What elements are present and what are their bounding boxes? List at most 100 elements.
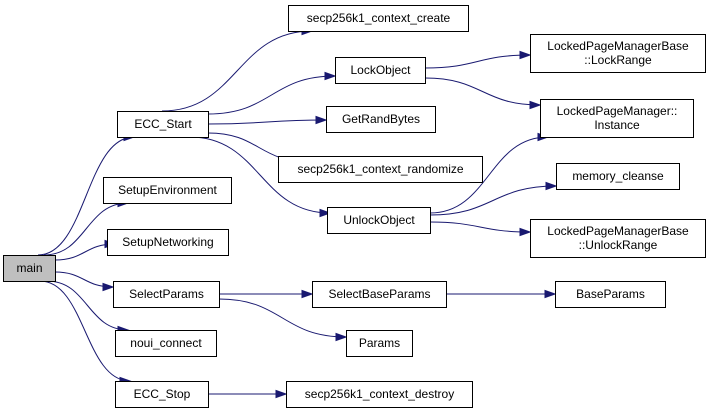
arrowhead: [301, 289, 314, 299]
edge-line: [46, 280, 129, 331]
arrowhead: [529, 100, 542, 110]
edge-line: [43, 202, 129, 256]
node-lock-object[interactable]: LockObject: [335, 57, 426, 84]
node-label: SelectBaseParams: [328, 287, 430, 301]
node-label: LockedPageManager::: [557, 104, 678, 118]
edge-select_params-to-select_base_params: [218, 289, 314, 299]
node-memory-cleanse[interactable]: memory_cleanse: [556, 163, 680, 190]
node-ctx-create[interactable]: secp256k1_context_create: [288, 5, 469, 32]
arrowhead: [324, 71, 337, 81]
arrowhead: [544, 289, 557, 299]
node-label: LockObject: [350, 63, 411, 77]
node-label: SelectParams: [129, 287, 204, 301]
edge-select_base_params-to-base_params: [445, 289, 557, 299]
node-get-rand-bytes[interactable]: GetRandBytes: [326, 106, 436, 133]
node-box: [107, 229, 229, 256]
node-box: [312, 281, 447, 308]
node-box: [530, 34, 706, 73]
edge-line: [39, 280, 131, 382]
edge-line: [424, 77, 541, 106]
node-label: secp256k1_context_randomize: [297, 162, 463, 176]
node-label: SetupEnvironment: [118, 183, 217, 197]
edge-line: [424, 54, 531, 69]
node-params[interactable]: Params: [346, 330, 413, 357]
node-setup-env[interactable]: SetupEnvironment: [103, 177, 232, 204]
node-label: ::LockRange: [584, 53, 652, 67]
node-box: [540, 99, 694, 138]
edge-lock_object-to-lpm_instance: [424, 77, 542, 110]
node-setup-net[interactable]: SetupNetworking: [107, 229, 229, 256]
arrowhead: [519, 227, 532, 237]
arrowhead: [335, 332, 348, 342]
node-box: [327, 207, 431, 234]
edge-unlock_object-to-memory_cleanse: [429, 181, 558, 216]
node-lpm-instance[interactable]: LockedPageManager::Instance: [540, 99, 694, 138]
node-box: [288, 5, 469, 32]
arrowhead: [275, 389, 288, 399]
edge-ecc_start-to-unlock_object: [189, 136, 332, 218]
node-label: ::UnlockRange: [579, 238, 658, 252]
node-ctx-randomize[interactable]: secp256k1_context_randomize: [278, 156, 483, 183]
node-label: ECC_Stop: [134, 387, 191, 401]
node-box: [3, 255, 56, 282]
node-box: [115, 381, 209, 408]
node-box: [346, 330, 413, 357]
edge-lock_object-to-lpmb_lockrange: [424, 50, 532, 69]
node-box: [556, 163, 680, 190]
edge-ecc_start-to-get_rand_bytes: [207, 115, 328, 125]
edge-ecc_stop-to-ctx_destroy: [208, 389, 288, 399]
node-label: noui_connect: [130, 336, 202, 350]
edge-select_params-to-params: [218, 298, 348, 342]
node-lpmb-unlockrange[interactable]: LockedPageManagerBase::UnlockRange: [530, 219, 706, 258]
node-box: [117, 111, 209, 138]
edge-unlock_object-to-lpmb_unlockrange: [429, 221, 532, 237]
node-base-params[interactable]: BaseParams: [555, 281, 666, 308]
node-label: SetupNetworking: [122, 235, 213, 249]
edge-ecc_start-to-lock_object: [207, 71, 337, 115]
node-box: [103, 177, 232, 204]
edge-line: [207, 119, 327, 125]
node-ecc-start[interactable]: ECC_Start: [117, 111, 209, 138]
edge-main-to-select_params: [54, 271, 115, 292]
node-noui-connect[interactable]: noui_connect: [115, 330, 217, 357]
node-label: GetRandBytes: [342, 112, 420, 126]
node-unlock-object[interactable]: UnlockObject: [327, 207, 431, 234]
node-ecc-stop[interactable]: ECC_Stop: [115, 381, 209, 408]
edge-line: [429, 185, 557, 216]
node-ctx-destroy[interactable]: secp256k1_context_destroy: [286, 381, 473, 408]
edge-line: [207, 75, 336, 115]
node-box: [335, 57, 426, 84]
arrowhead: [545, 181, 558, 191]
edge-ecc_start-to-ctx_create: [161, 26, 314, 112]
arrowhead: [319, 208, 332, 218]
node-label: main: [16, 261, 42, 275]
node-label: secp256k1_context_destroy: [305, 387, 454, 401]
node-lpmb-lockrange[interactable]: LockedPageManagerBase::LockRange: [530, 34, 706, 73]
node-label: Instance: [594, 118, 640, 132]
node-select-params[interactable]: SelectParams: [113, 281, 220, 308]
edge-line: [429, 221, 531, 233]
node-main[interactable]: main: [3, 255, 56, 282]
edge-line: [429, 136, 549, 214]
node-label: LockedPageManagerBase: [547, 39, 689, 53]
node-label: UnlockObject: [343, 213, 415, 227]
node-label: Params: [359, 336, 400, 350]
node-box: [115, 330, 217, 357]
node-box: [286, 381, 473, 408]
node-label: BaseParams: [576, 287, 645, 301]
edge-line: [37, 136, 135, 256]
edge-line: [161, 30, 313, 112]
arrowhead: [315, 115, 328, 125]
node-label: ECC_Start: [134, 117, 192, 131]
arrowhead: [102, 282, 115, 292]
node-label: memory_cleanse: [572, 169, 664, 183]
node-label: secp256k1_context_create: [307, 11, 451, 25]
arrowhead: [519, 50, 532, 60]
node-select-base-params[interactable]: SelectBaseParams: [312, 281, 447, 308]
node-box: [555, 281, 666, 308]
edge-line: [189, 136, 331, 214]
node-box: [278, 156, 483, 183]
node-box: [113, 281, 220, 308]
node-label: LockedPageManagerBase: [547, 224, 689, 238]
